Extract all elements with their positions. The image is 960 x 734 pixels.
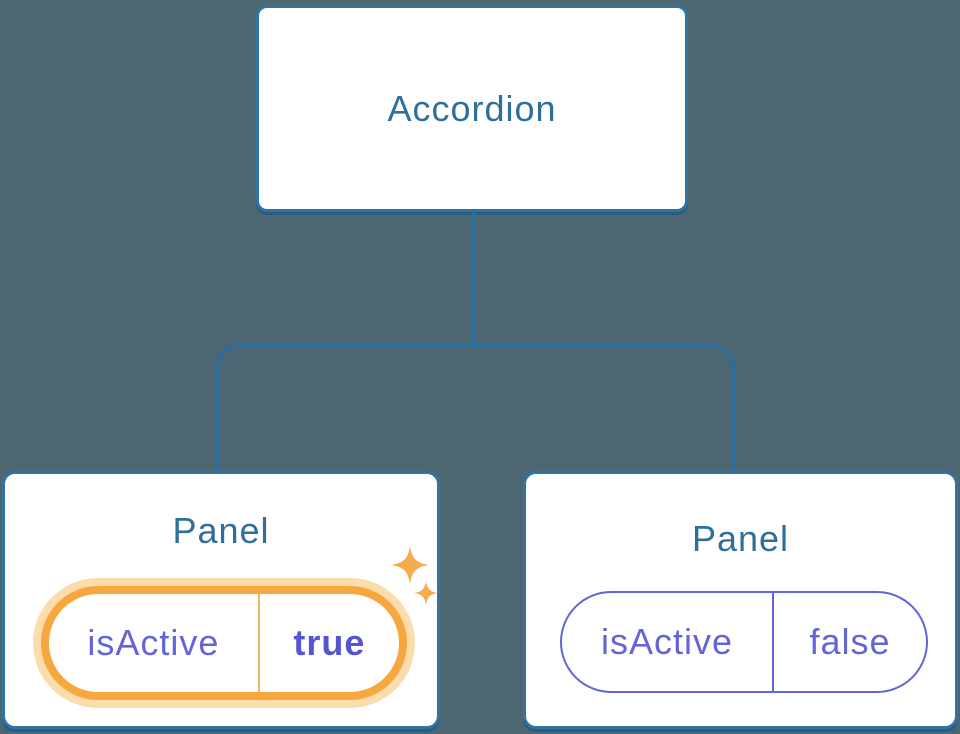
state-name: isActive [600,621,733,662]
accordion-node: Accordion [256,5,688,212]
panel-node-inactive: Panel isActive false [523,471,958,729]
state-name: isActive [87,622,220,663]
state-pill-inactive: isActive false [560,591,928,693]
pill-divider [771,593,774,691]
panel-title: Panel [691,518,790,559]
pill-divider [257,594,260,692]
branch-connector-bracket [215,343,736,475]
state-value: false [809,621,891,662]
panel-node-active: Panel isActive true [2,471,440,729]
state-value: true [293,622,366,663]
root-connector-line [471,210,475,346]
state-pill-active: isActive true [41,586,407,700]
sparkle-icon [391,546,429,584]
panel-title: Panel [172,510,270,551]
sparkle-icon [414,581,438,605]
accordion-node-label: Accordion [387,87,557,129]
